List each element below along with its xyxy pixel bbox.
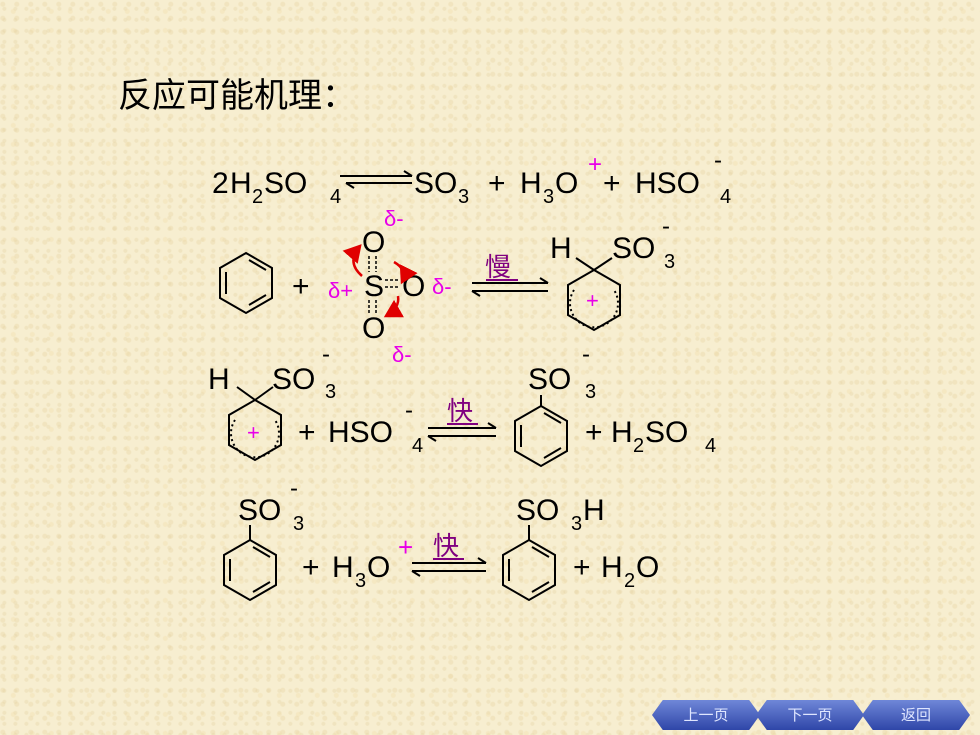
benzenesulfonate-sub: 3: [585, 381, 596, 403]
red-curved-arrow-3: [383, 295, 404, 318]
eq1-plus-1: +: [488, 167, 506, 200]
eq2-plus: +: [292, 270, 310, 303]
eq3-h2so4-so: SO: [645, 416, 688, 449]
so3-o-top: O: [362, 226, 385, 259]
eq3-plus-1: +: [298, 416, 316, 449]
so3-bonds: [368, 256, 400, 314]
sigma2-h: H: [208, 363, 230, 396]
eq3-hso4: HSO: [328, 416, 393, 449]
so3-o-bottom: O: [362, 312, 385, 345]
benzene-ring-1: [219, 251, 273, 315]
eq4-react-sub: 3: [293, 513, 304, 535]
so3-o-right: O: [402, 270, 425, 303]
equation-3: H SO 3 - + + HSO 4 - 快 SO 3 - + H 2: [208, 341, 716, 468]
eq3-h2so4-h-sub: 2: [633, 435, 644, 457]
eq1-reactant-so: SO: [264, 167, 307, 200]
eq1-hso4: HSO: [635, 167, 700, 200]
eq4-h3o-sub: 3: [355, 570, 366, 592]
eq1-coefficient: 2: [212, 167, 229, 200]
eq3-plus-2: +: [585, 416, 603, 449]
eq1-h3o-sub: 3: [543, 186, 554, 208]
sigma1-h: H: [550, 232, 572, 265]
eq1-hso4-charge: -: [714, 147, 722, 174]
eq1-hso4-sub: 4: [720, 186, 731, 208]
label-fast-1: 快: [447, 397, 473, 427]
label-slow: 慢: [485, 253, 511, 283]
delta-s: δ+: [328, 278, 353, 303]
eq1-so3-sub: 3: [458, 186, 469, 208]
eq1-h3o-charge: +: [588, 151, 602, 178]
benzene-ring-3: [223, 525, 277, 602]
eq1-plus-2: +: [603, 167, 621, 200]
eq4-react-so: SO: [238, 494, 281, 527]
benzenesulfonate-so: SO: [528, 363, 571, 396]
ring-charge-1: +: [586, 288, 599, 313]
eq1-reactant-h: H: [230, 167, 252, 200]
eq4-prod-h: H: [583, 494, 605, 527]
prev-page-button[interactable]: 上一页: [652, 700, 760, 730]
equilibrium-arrow-4: [411, 557, 487, 577]
page-title: 反应可能机理：: [118, 76, 356, 116]
back-button[interactable]: 返回: [862, 700, 970, 730]
red-curved-arrow-2: [393, 260, 418, 285]
benzene-ring-4: [502, 525, 556, 602]
eq4-react-charge: -: [290, 475, 298, 502]
eq4-h3o-charge: +: [398, 532, 413, 562]
eq4-h3o-h: H: [332, 551, 354, 584]
next-page-button[interactable]: 下一页: [756, 700, 864, 730]
benzene-ring-2: [514, 395, 568, 468]
equilibrium-arrow-3: [427, 422, 497, 442]
benzenesulfonate-charge: -: [582, 341, 590, 368]
eq1-reactant-h-sub: 2: [252, 186, 263, 208]
delta-top: δ-: [384, 206, 404, 231]
eq1-reactant-so-sub: 4: [330, 186, 341, 208]
sigma-complex-2: +: [228, 386, 282, 462]
sigma2-so: SO: [272, 363, 315, 396]
nav-bar: 上一页 下一页 返回: [652, 700, 972, 730]
eq4-h3o-o: O: [367, 551, 390, 584]
sigma-complex-1: +: [567, 257, 621, 332]
label-fast-2: 快: [433, 532, 459, 562]
eq4-prod-so: SO: [516, 494, 559, 527]
sigma1-charge: -: [662, 213, 670, 240]
eq4-plus-2: +: [573, 551, 591, 584]
eq4-prod-sub: 3: [571, 513, 582, 535]
eq1-so3: SO: [414, 167, 457, 200]
equation-4: SO 3 - + H 3 O + 快 SO 3 H + H 2 O: [223, 475, 659, 602]
eq4-h2o-o: O: [636, 551, 659, 584]
so3-s: S: [364, 270, 384, 303]
equation-2: + O S O O δ- δ+ δ- δ- 慢 +: [219, 206, 675, 367]
sigma2-charge: -: [322, 341, 330, 368]
sigma2-sub: 3: [325, 381, 336, 403]
eq3-hso4-charge: -: [405, 397, 413, 424]
eq4-h2o-sub: 2: [624, 570, 635, 592]
equation-1: 2 H 2 SO 4 SO 3 + H 3 O + + HSO 4 -: [212, 147, 731, 208]
equilibrium-arrow-1: [340, 170, 413, 189]
eq1-h3o-h: H: [520, 167, 542, 200]
eq3-hso4-sub: 4: [412, 435, 423, 457]
eq3-h2so4-so-sub: 4: [705, 435, 716, 457]
sigma1-sub: 3: [664, 251, 675, 273]
equilibrium-arrow-2: [471, 277, 549, 297]
red-curved-arrow-1: [342, 244, 363, 277]
delta-bottom: δ-: [392, 342, 412, 367]
eq1-h3o-o: O: [555, 167, 578, 200]
sigma1-so: SO: [612, 232, 655, 265]
eq4-plus-1: +: [302, 551, 320, 584]
eq3-h2so4-h: H: [611, 416, 633, 449]
eq4-h2o-h: H: [601, 551, 623, 584]
delta-right: δ-: [432, 274, 452, 299]
ring-charge-2: +: [247, 420, 260, 445]
